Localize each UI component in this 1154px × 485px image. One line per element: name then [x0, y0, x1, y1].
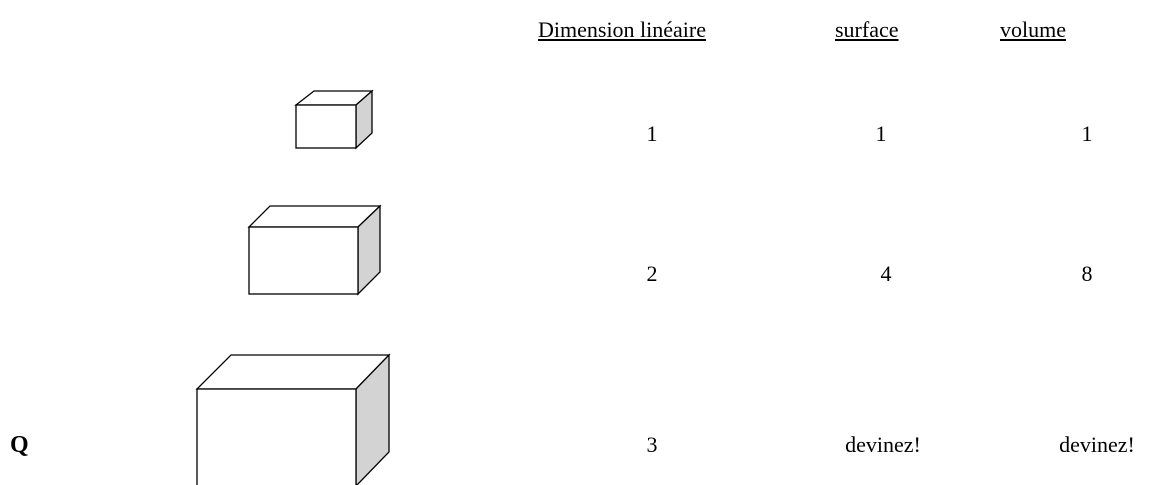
small-box-front: [295, 104, 357, 149]
row3-surface: devinez!: [845, 432, 921, 457]
row2-volume: 8: [1081, 261, 1093, 286]
small-box: [294, 89, 374, 150]
medium-box-front: [248, 226, 359, 295]
row3-linear: 3: [646, 432, 658, 457]
large-box-front: [196, 388, 357, 485]
row1-volume: 1: [1081, 121, 1093, 146]
row1-linear: 1: [646, 121, 658, 146]
medium-box-top: [247, 205, 382, 228]
large-box: [195, 353, 391, 485]
header-linear-dimension: Dimension linéaire: [538, 17, 707, 42]
medium-box: [247, 204, 382, 296]
question-label: Q: [10, 432, 29, 458]
row3-volume: devinez!: [1059, 432, 1135, 457]
header-surface: surface: [835, 17, 899, 42]
header-volume: volume: [1000, 17, 1066, 42]
row2-surface: 4: [880, 261, 892, 286]
row2-linear: 2: [646, 261, 658, 286]
row1-surface: 1: [875, 121, 887, 146]
